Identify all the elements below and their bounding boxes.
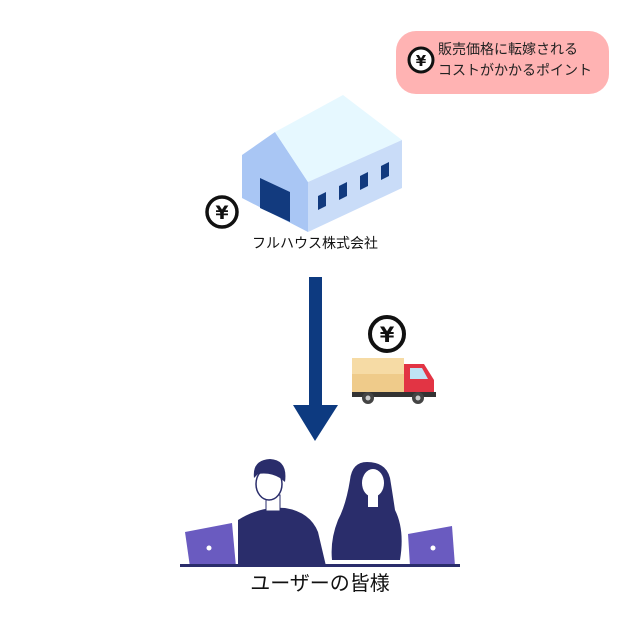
svg-text:¥: ¥ bbox=[380, 323, 395, 347]
warehouse-icon bbox=[242, 95, 402, 232]
flow-arrow bbox=[293, 277, 338, 441]
svg-text:¥: ¥ bbox=[215, 202, 228, 224]
svg-text:¥: ¥ bbox=[416, 52, 427, 70]
warehouse-label: フルハウス株式会社 bbox=[252, 236, 378, 252]
users-label: ユーザーの皆様 bbox=[250, 571, 390, 595]
yen-coin-icon: ¥ bbox=[205, 195, 239, 229]
legend-line-2: コストがかかるポイント bbox=[438, 63, 592, 79]
yen-coin-icon: ¥ bbox=[368, 315, 406, 353]
users-illustration bbox=[180, 459, 460, 567]
legend-line-1: 販売価格に転嫁される bbox=[438, 42, 578, 58]
legend-text: 販売価格に転嫁される コストがかかるポイント bbox=[438, 40, 592, 82]
truck-icon bbox=[352, 358, 436, 404]
yen-coin-icon: ¥ bbox=[407, 46, 435, 74]
